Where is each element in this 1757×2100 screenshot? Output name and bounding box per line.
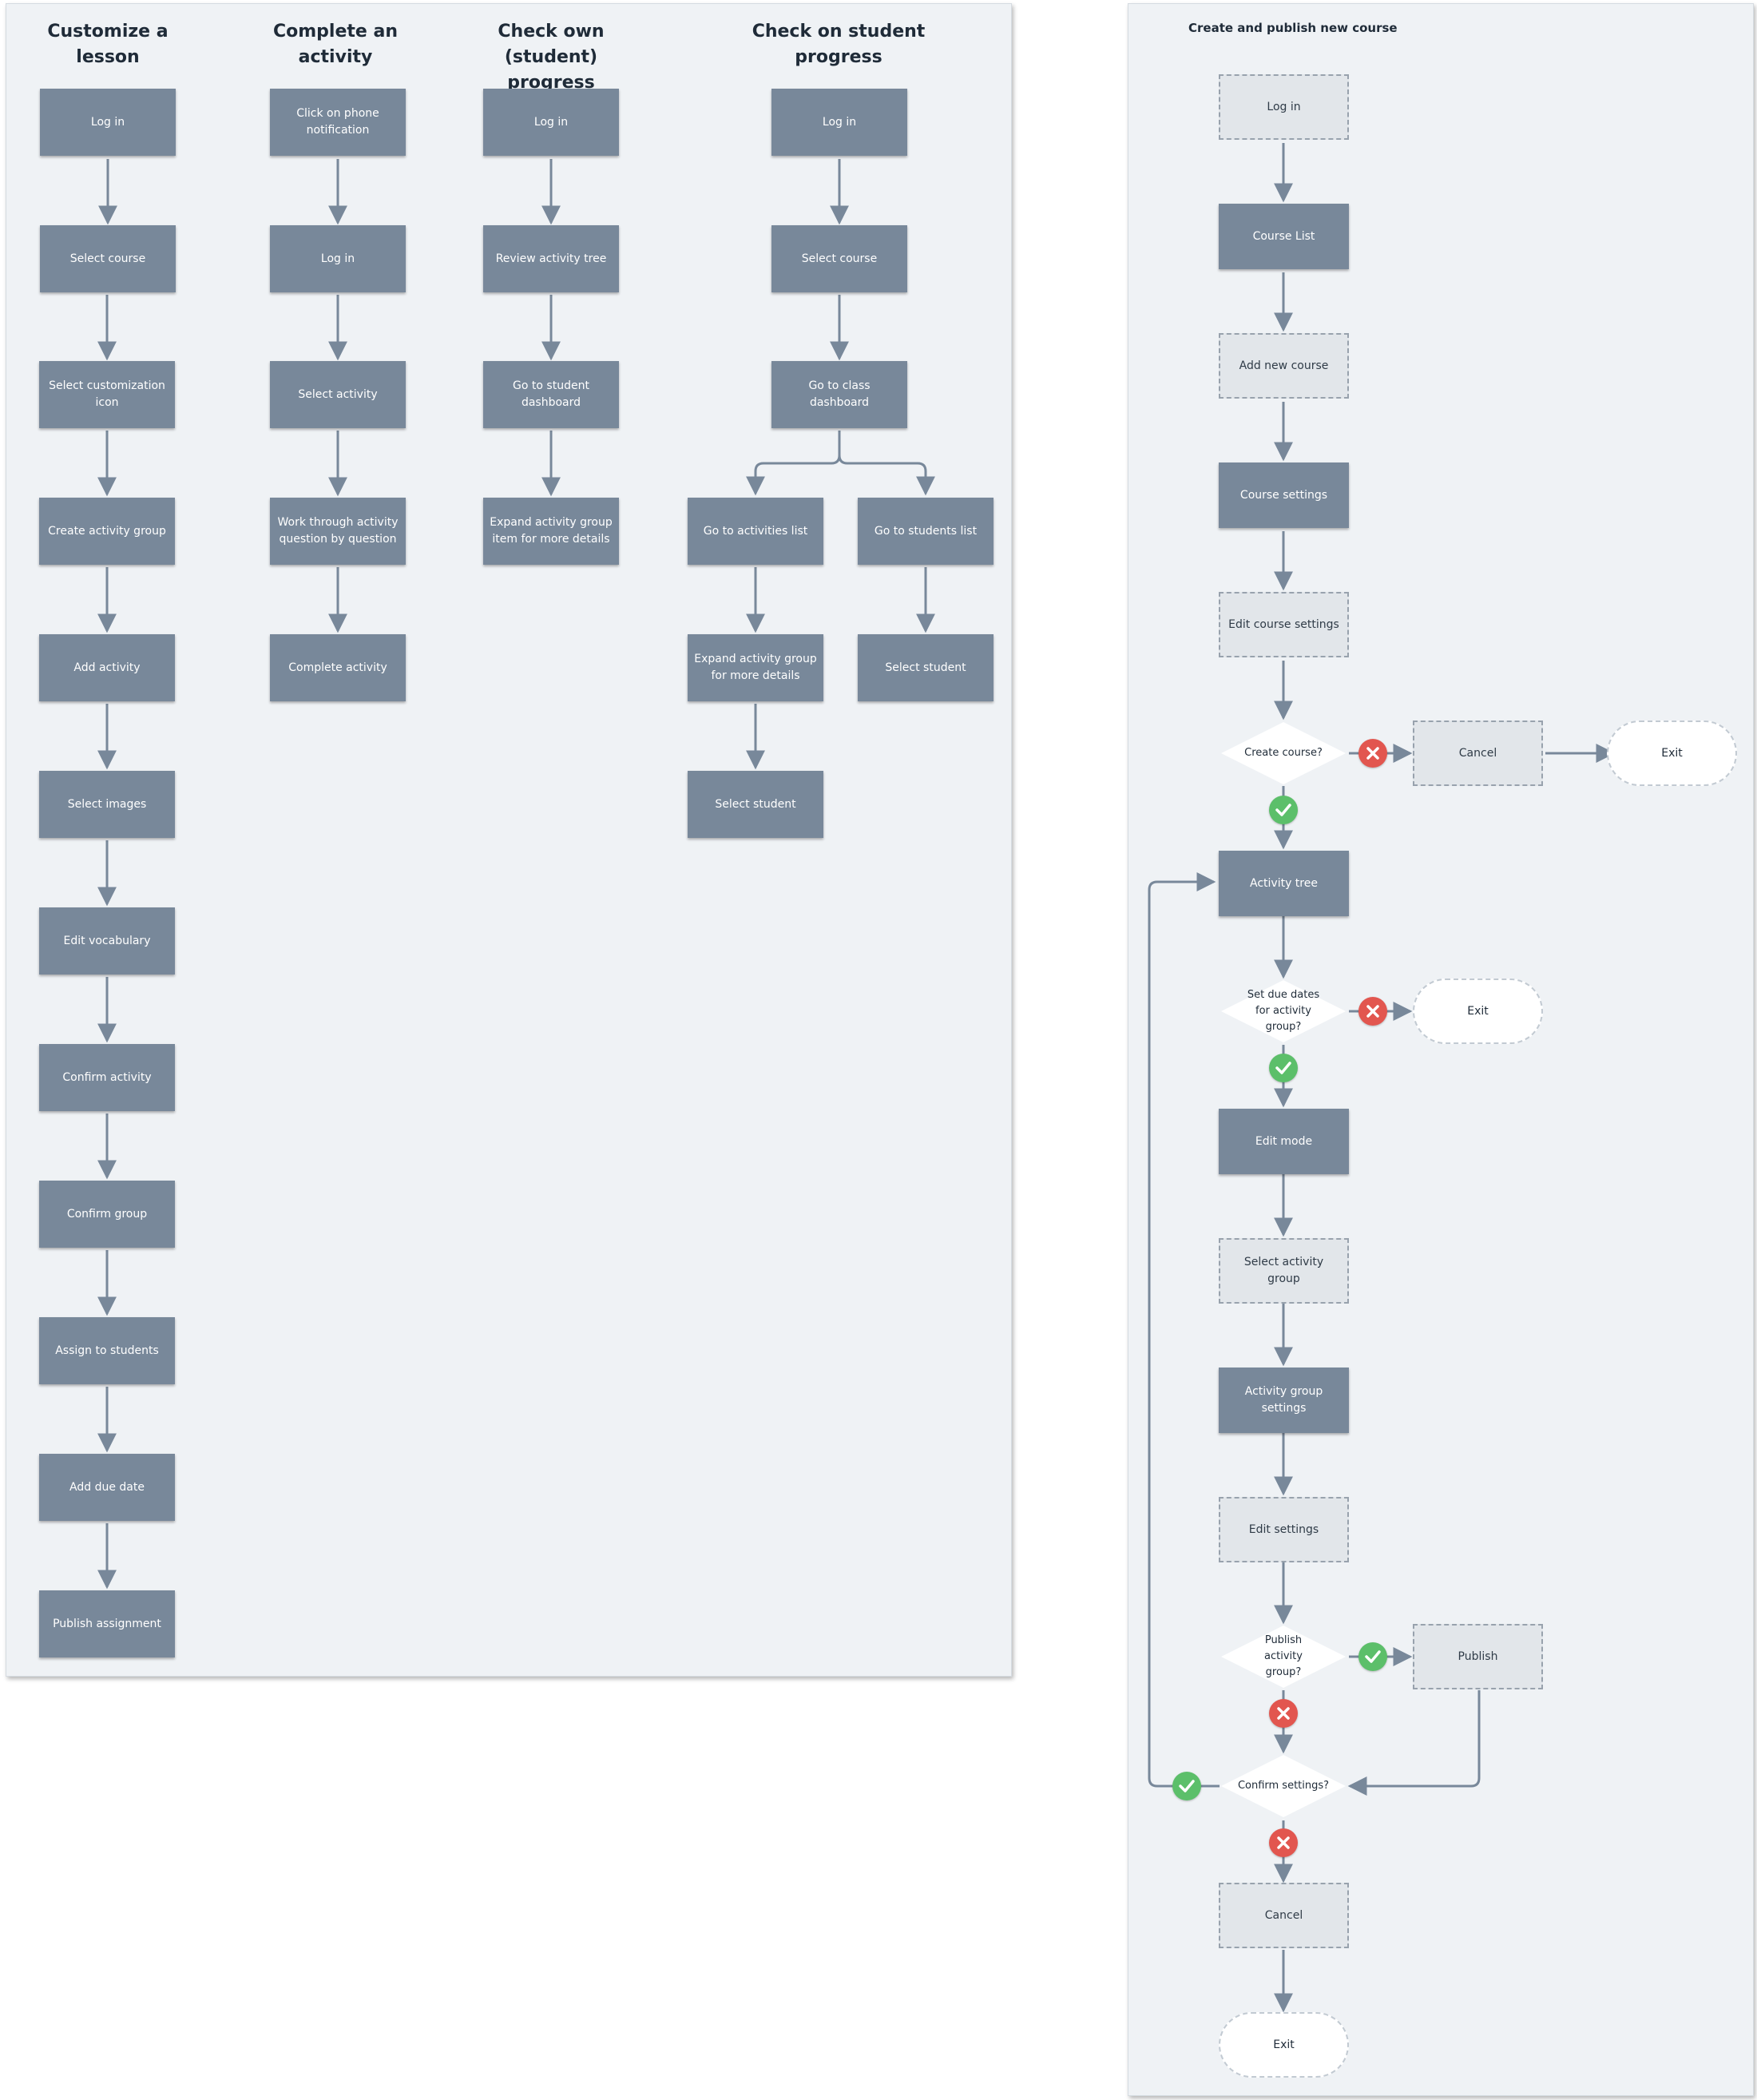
flow-step: Add due date — [39, 1454, 175, 1521]
flow-step: Select student — [688, 771, 823, 838]
flow-step: Select student — [858, 634, 994, 701]
flow-step: Click on phone notification — [270, 89, 406, 156]
flow-step: Work through activity question by questi… — [270, 498, 406, 565]
flow-step: Log in — [270, 225, 406, 292]
terminal-node: Exit — [1413, 979, 1543, 1044]
no-icon — [1358, 997, 1387, 1026]
decision-label: Publish activity group? — [1264, 1634, 1303, 1678]
flow-step: Activity group settings — [1219, 1368, 1349, 1433]
flow-step: Select course — [40, 225, 176, 292]
flow-step: Select customization icon — [39, 361, 175, 428]
flow-step: Log in — [483, 89, 619, 156]
flow-step: Go to activities list — [688, 498, 823, 565]
flow-step: Select activity — [270, 361, 406, 428]
flow-step: Publish assignment — [39, 1590, 175, 1657]
yes-icon — [1358, 1642, 1387, 1671]
flow-step: Log in — [40, 89, 176, 156]
flow-step-dashed: Edit course settings — [1219, 592, 1349, 657]
decision-publish: Publish activity group? — [1220, 1625, 1347, 1689]
yes-icon — [1269, 796, 1298, 824]
no-icon — [1269, 1828, 1298, 1857]
flow-step-dashed: Cancel — [1413, 721, 1543, 786]
flow-step-dashed: Cancel — [1219, 1883, 1349, 1948]
flow-step-dashed: Select activity group — [1219, 1238, 1349, 1304]
flow-step: Confirm activity — [39, 1044, 175, 1111]
yes-icon — [1172, 1772, 1201, 1800]
flow-step: Assign to students — [39, 1317, 175, 1384]
flow-step: Expand activity group item for more deta… — [483, 498, 619, 565]
decision-label: Create course? — [1244, 747, 1323, 759]
decision-label: Confirm settings? — [1237, 1780, 1330, 1792]
no-icon — [1358, 739, 1387, 768]
flow-step: Add activity — [39, 634, 175, 701]
flow-step: Edit mode — [1219, 1109, 1349, 1174]
column-title: Check on student progress — [752, 22, 926, 67]
flow-step: Review activity tree — [483, 225, 619, 292]
decision-confirm-settings: Confirm settings? — [1220, 1754, 1347, 1818]
flow-step: Go to students list — [858, 498, 994, 565]
flow-step: Select images — [39, 771, 175, 838]
decision-label: Set due dates for activity group? — [1247, 989, 1320, 1033]
flow-step: Expand activity group for more details — [688, 634, 823, 701]
flow-step: Course settings — [1219, 462, 1349, 528]
flow-step-dashed: Edit settings — [1219, 1497, 1349, 1562]
flow-step: Select course — [771, 225, 907, 292]
flow-step: Course List — [1219, 204, 1349, 269]
flow-step: Activity tree — [1219, 851, 1349, 916]
flow-step-dashed: Log in — [1219, 74, 1349, 140]
flow-step: Create activity group — [39, 498, 175, 565]
column-title: Customize a lesson — [47, 22, 169, 67]
flow-step: Log in — [771, 89, 907, 156]
terminal-node: Exit — [1219, 2012, 1349, 2078]
column-title: Complete an activity — [273, 22, 398, 67]
flow-step: Go to class dashboard — [771, 361, 907, 428]
flow-step: Complete activity — [270, 634, 406, 701]
yes-icon — [1269, 1054, 1298, 1082]
column-title: Check own (student) progress — [498, 22, 605, 93]
decision-set-due-dates: Set due dates for activity group? — [1220, 979, 1347, 1043]
flow-title: Create and publish new course — [1188, 21, 1398, 35]
terminal-node: Exit — [1607, 721, 1737, 786]
decision-create-course: Create course? — [1220, 721, 1347, 785]
flow-step-dashed: Publish — [1413, 1624, 1543, 1689]
flow-step-dashed: Add new course — [1219, 333, 1349, 399]
flow-step: Go to student dashboard — [483, 361, 619, 428]
flow-step: Confirm group — [39, 1181, 175, 1248]
flow-step: Edit vocabulary — [39, 907, 175, 975]
no-icon — [1269, 1699, 1298, 1728]
